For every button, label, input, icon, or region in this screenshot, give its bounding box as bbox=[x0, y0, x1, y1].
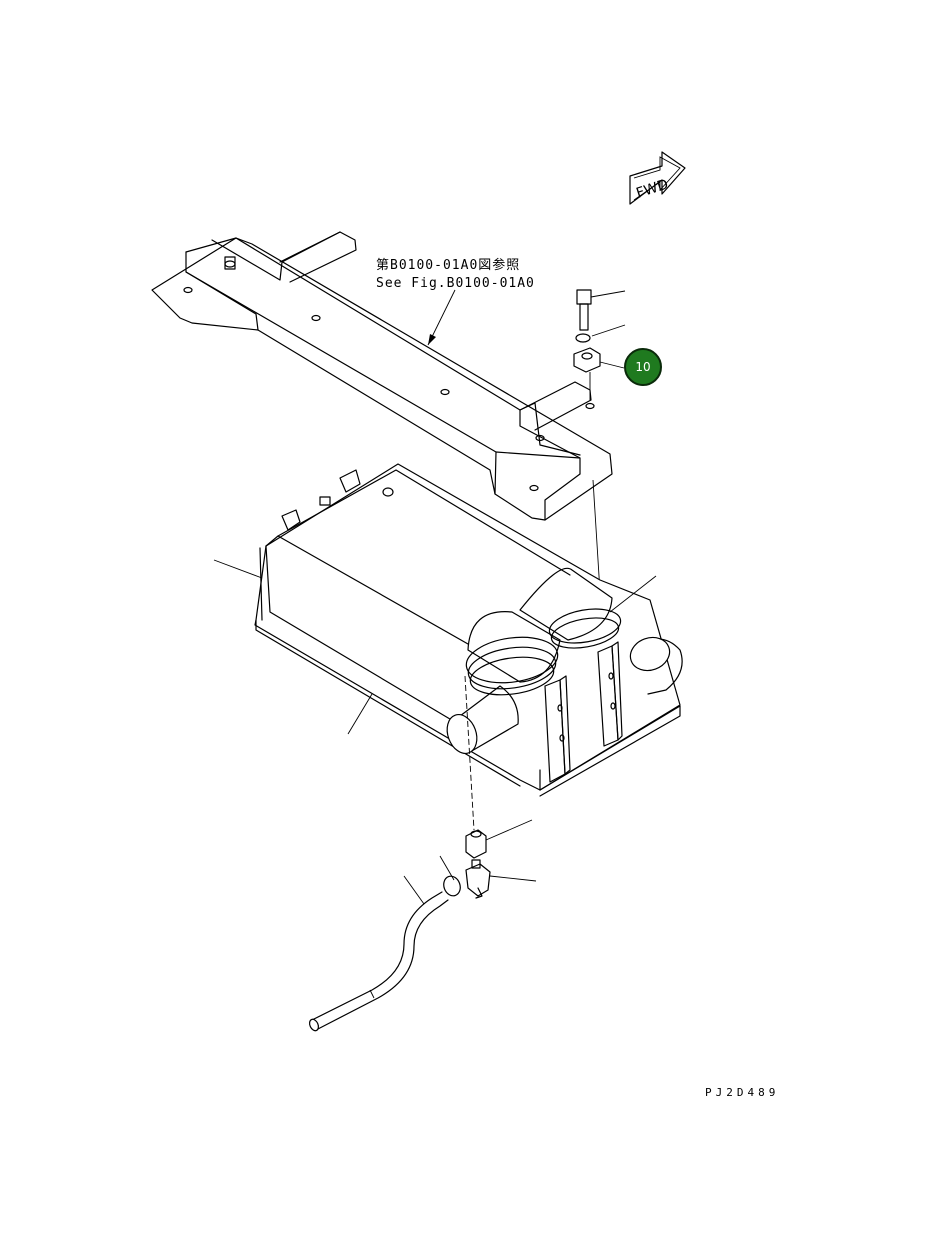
callout-label: 10 bbox=[635, 360, 651, 374]
spacer-block bbox=[573, 347, 625, 373]
part-callout-10[interactable]: 10 bbox=[624, 348, 662, 386]
drawing-code: PJ2D489 bbox=[705, 1086, 780, 1099]
fwd-arrow-icon bbox=[629, 151, 686, 205]
drain-hose bbox=[308, 875, 449, 1032]
reference-note-jp: 第B0100-01A0図参照 bbox=[376, 258, 521, 273]
aftercooler-tank bbox=[213, 463, 683, 797]
bolt bbox=[576, 289, 626, 331]
reference-note-en: See Fig.B0100-01A0 bbox=[376, 276, 535, 291]
washer bbox=[575, 324, 626, 343]
drain-elbow bbox=[465, 819, 533, 859]
assembly-line bbox=[464, 675, 475, 831]
drain-valve bbox=[465, 859, 537, 899]
hose-clamp bbox=[439, 855, 461, 897]
mounting-frame bbox=[151, 231, 613, 521]
